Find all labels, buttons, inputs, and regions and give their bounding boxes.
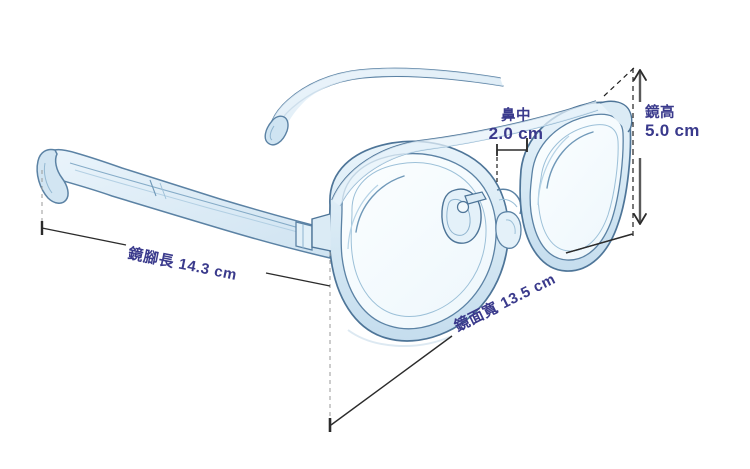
nose-bridge-detail <box>441 188 522 249</box>
label-bridge-width-name: 鼻中 <box>501 108 531 124</box>
near-temple-arm <box>36 148 333 259</box>
label-lens-height-name: 鏡高 <box>645 105 675 121</box>
lens-shadow <box>347 329 453 347</box>
eyeglasses-illustration <box>36 67 633 347</box>
label-bridge-width-value: 2.0 cm <box>488 124 544 144</box>
frame-width-dimension <box>328 150 634 432</box>
dimension-guides <box>40 65 647 432</box>
bridge-width-dimension <box>496 138 528 182</box>
right-lens-rim <box>519 100 633 272</box>
label-bridge-width: 鼻中 2.0 cm <box>480 108 552 143</box>
label-lens-height-value: 5.0 cm <box>645 121 700 141</box>
label-lens-height: 鏡高 5.0 cm <box>645 105 700 140</box>
far-temple-arm <box>264 67 504 146</box>
brow-bar <box>331 100 599 207</box>
lens-height-dimension <box>603 65 647 225</box>
temple-length-dimension <box>40 170 331 430</box>
